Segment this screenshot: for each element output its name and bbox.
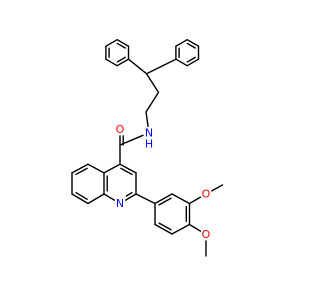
bond-ph1_c5-ph1_c6 <box>116 39 130 47</box>
bond-inner-ph1_c3-ph1_c4 <box>116 56 126 63</box>
bond-ar_c4-o_meo4 <box>188 223 202 232</box>
bond-q_c2-q_n1 <box>124 193 137 201</box>
bond-inner-q_c5-q_c6 <box>75 167 88 176</box>
bond-inner-q_c7-q_c8 <box>75 191 88 201</box>
bond-q_c4-q_c3 <box>119 163 137 174</box>
atom-label-o_carbonyl: O <box>116 123 125 136</box>
atom-hydrogen-n_amide: H <box>145 137 153 150</box>
bond-q_c5-q_c6 <box>71 163 89 174</box>
bond-ch2b-n_amide <box>145 111 149 128</box>
bond-ar_c3-o_meo3 <box>188 196 202 205</box>
bond-ch2a-ch2b <box>145 91 160 113</box>
bond-ph2_c3-ph2_c4 <box>186 58 200 67</box>
bond-ph2_c2-ch <box>145 58 177 75</box>
bond-ph2_c6-ph2_c1 <box>175 39 188 47</box>
atom-label-o_meo3: O <box>202 188 211 201</box>
bond-q_c2-ar_c1 <box>135 193 156 205</box>
bond-ph1_c4-ch <box>127 58 148 75</box>
bond-ph2_c2-ph2_c3 <box>175 58 188 67</box>
bond-ch-ch2a <box>145 72 160 94</box>
bond-ar_c1-ar_c2 <box>154 193 173 205</box>
bond-inner-q_c2-q_n1 <box>125 191 133 197</box>
bond-o_meo3-me3 <box>211 184 224 192</box>
bonds-layer <box>71 39 224 257</box>
bond-q_c4a-q_c5 <box>87 163 105 174</box>
bond-inner-q_c4-q_c3 <box>120 167 133 176</box>
atom-label-n_amide: N <box>145 126 153 139</box>
bond-ar_c4-ar_c5 <box>171 223 191 235</box>
bond-q_c4a-q_c4 <box>103 163 121 174</box>
bond-ar_c2-ar_c3 <box>171 193 191 205</box>
atom-label-q_n1: N <box>116 197 124 210</box>
bond-inner-ar_c1-ar_c2 <box>158 197 172 206</box>
bond-ph2_c5-ph2_c6 <box>186 39 200 47</box>
atom-label-o_meo4: O <box>202 228 211 241</box>
bond-q_n1-q_c8a <box>103 193 116 201</box>
bond-ph1_c3-ph1_c4 <box>116 58 130 67</box>
bond-ph1_c6-ph1_c1 <box>105 39 118 47</box>
bond-inner-ar_c5-ar_c6 <box>158 222 172 231</box>
bond-ar_c5-ar_c6 <box>154 223 173 235</box>
bond-ph1_c2-ph1_c3 <box>105 58 118 67</box>
bond-q_c7-q_c8 <box>71 193 89 205</box>
bond-inner-ph1_c5-ph1_c6 <box>116 42 126 49</box>
bond-q_c8-q_c8a <box>87 193 105 205</box>
bond-inner-ph2_c5-ph2_c6 <box>186 42 196 49</box>
bond-inner-ph2_c3-ph2_c4 <box>186 56 196 63</box>
